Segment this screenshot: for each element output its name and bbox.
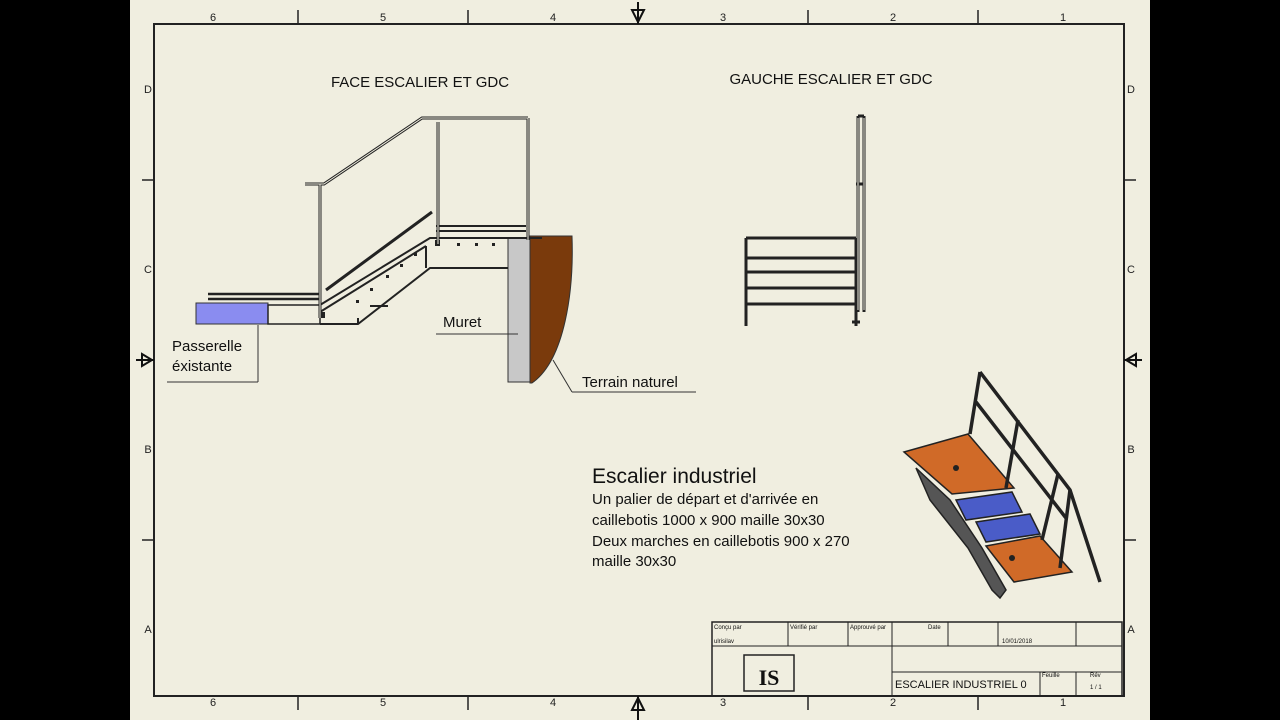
ground-label: Terrain naturel (582, 374, 678, 391)
zone-letter: D (144, 84, 152, 96)
drawing-sheet: 6 5 4 3 2 1 6 5 4 3 2 1 D C B A D C B A … (130, 0, 1150, 720)
zone-letter: C (144, 264, 152, 276)
zone-letter: A (144, 624, 152, 636)
natural-ground (529, 235, 573, 384)
zone-letter: B (144, 444, 151, 456)
description-line: Un palier de départ et d'arrivée en (592, 491, 818, 508)
date-value: 10/01/2018 (1002, 639, 1033, 645)
existing-walkway (195, 302, 269, 325)
description-line: maille 30x30 (592, 553, 676, 570)
zone-number: 4 (550, 697, 556, 709)
walkway-label-line1: Passerelle (172, 338, 242, 355)
revision-label: Rév (1090, 673, 1101, 679)
zone-letters: D C B A D C B A (144, 84, 1135, 636)
zone-number: 3 (720, 697, 726, 709)
company-logo: IS (759, 665, 780, 690)
approved-by-label: Approuvé par (850, 625, 886, 631)
designed-by-value: ulrisilav (714, 639, 734, 645)
zone-number: 3 (720, 12, 726, 24)
leaders (167, 325, 696, 393)
zone-number: 2 (890, 697, 896, 709)
zone-number: 2 (890, 12, 896, 24)
zone-letter: C (1127, 264, 1135, 276)
zone-number: 5 (380, 697, 386, 709)
sheet-label: Feuille (1042, 673, 1060, 679)
centering-marks (136, 2, 1142, 720)
zone-number: 1 (1060, 697, 1066, 709)
checked-by-label: Vérifié par (790, 625, 817, 631)
walkway-label-line2: éxistante (172, 358, 232, 375)
front-view (195, 116, 573, 384)
title-block-labels: Conçu par ulrisilav Vérifié par Approuvé… (714, 625, 1102, 691)
zone-letter: B (1127, 444, 1134, 456)
zone-number: 5 (380, 12, 386, 24)
wall-label: Muret (443, 314, 482, 331)
zone-number: 6 (210, 697, 216, 709)
drawing-border (153, 23, 1125, 697)
zone-ticks (142, 10, 1136, 710)
zone-letter: A (1127, 624, 1135, 636)
revision-value: 1 / 1 (1090, 685, 1102, 691)
zone-numbers: 6 5 4 3 2 1 6 5 4 3 2 1 (210, 12, 1066, 709)
left-view-title: GAUCHE ESCALIER ET GDC (729, 71, 932, 88)
wall (507, 237, 531, 383)
drawing-canvas: 6 5 4 3 2 1 6 5 4 3 2 1 D C B A D C B A … (136, 2, 1142, 720)
front-view-title: FACE ESCALIER ET GDC (331, 74, 509, 91)
designed-by-label: Conçu par (714, 625, 742, 631)
zone-letter: D (1127, 84, 1135, 96)
drawing-title: ESCALIER INDUSTRIEL 0 (895, 679, 1027, 691)
description-line: Deux marches en caillebotis 900 x 270 (592, 533, 850, 550)
zone-number: 1 (1060, 12, 1066, 24)
description-line: caillebotis 1000 x 900 maille 30x30 (592, 512, 825, 529)
left-view (744, 114, 866, 326)
zone-number: 4 (550, 12, 556, 24)
zone-number: 6 (210, 12, 216, 24)
title-block (711, 621, 1123, 697)
description-title: Escalier industriel (592, 465, 757, 488)
isometric-view (902, 370, 1102, 600)
date-label: Date (928, 625, 941, 631)
